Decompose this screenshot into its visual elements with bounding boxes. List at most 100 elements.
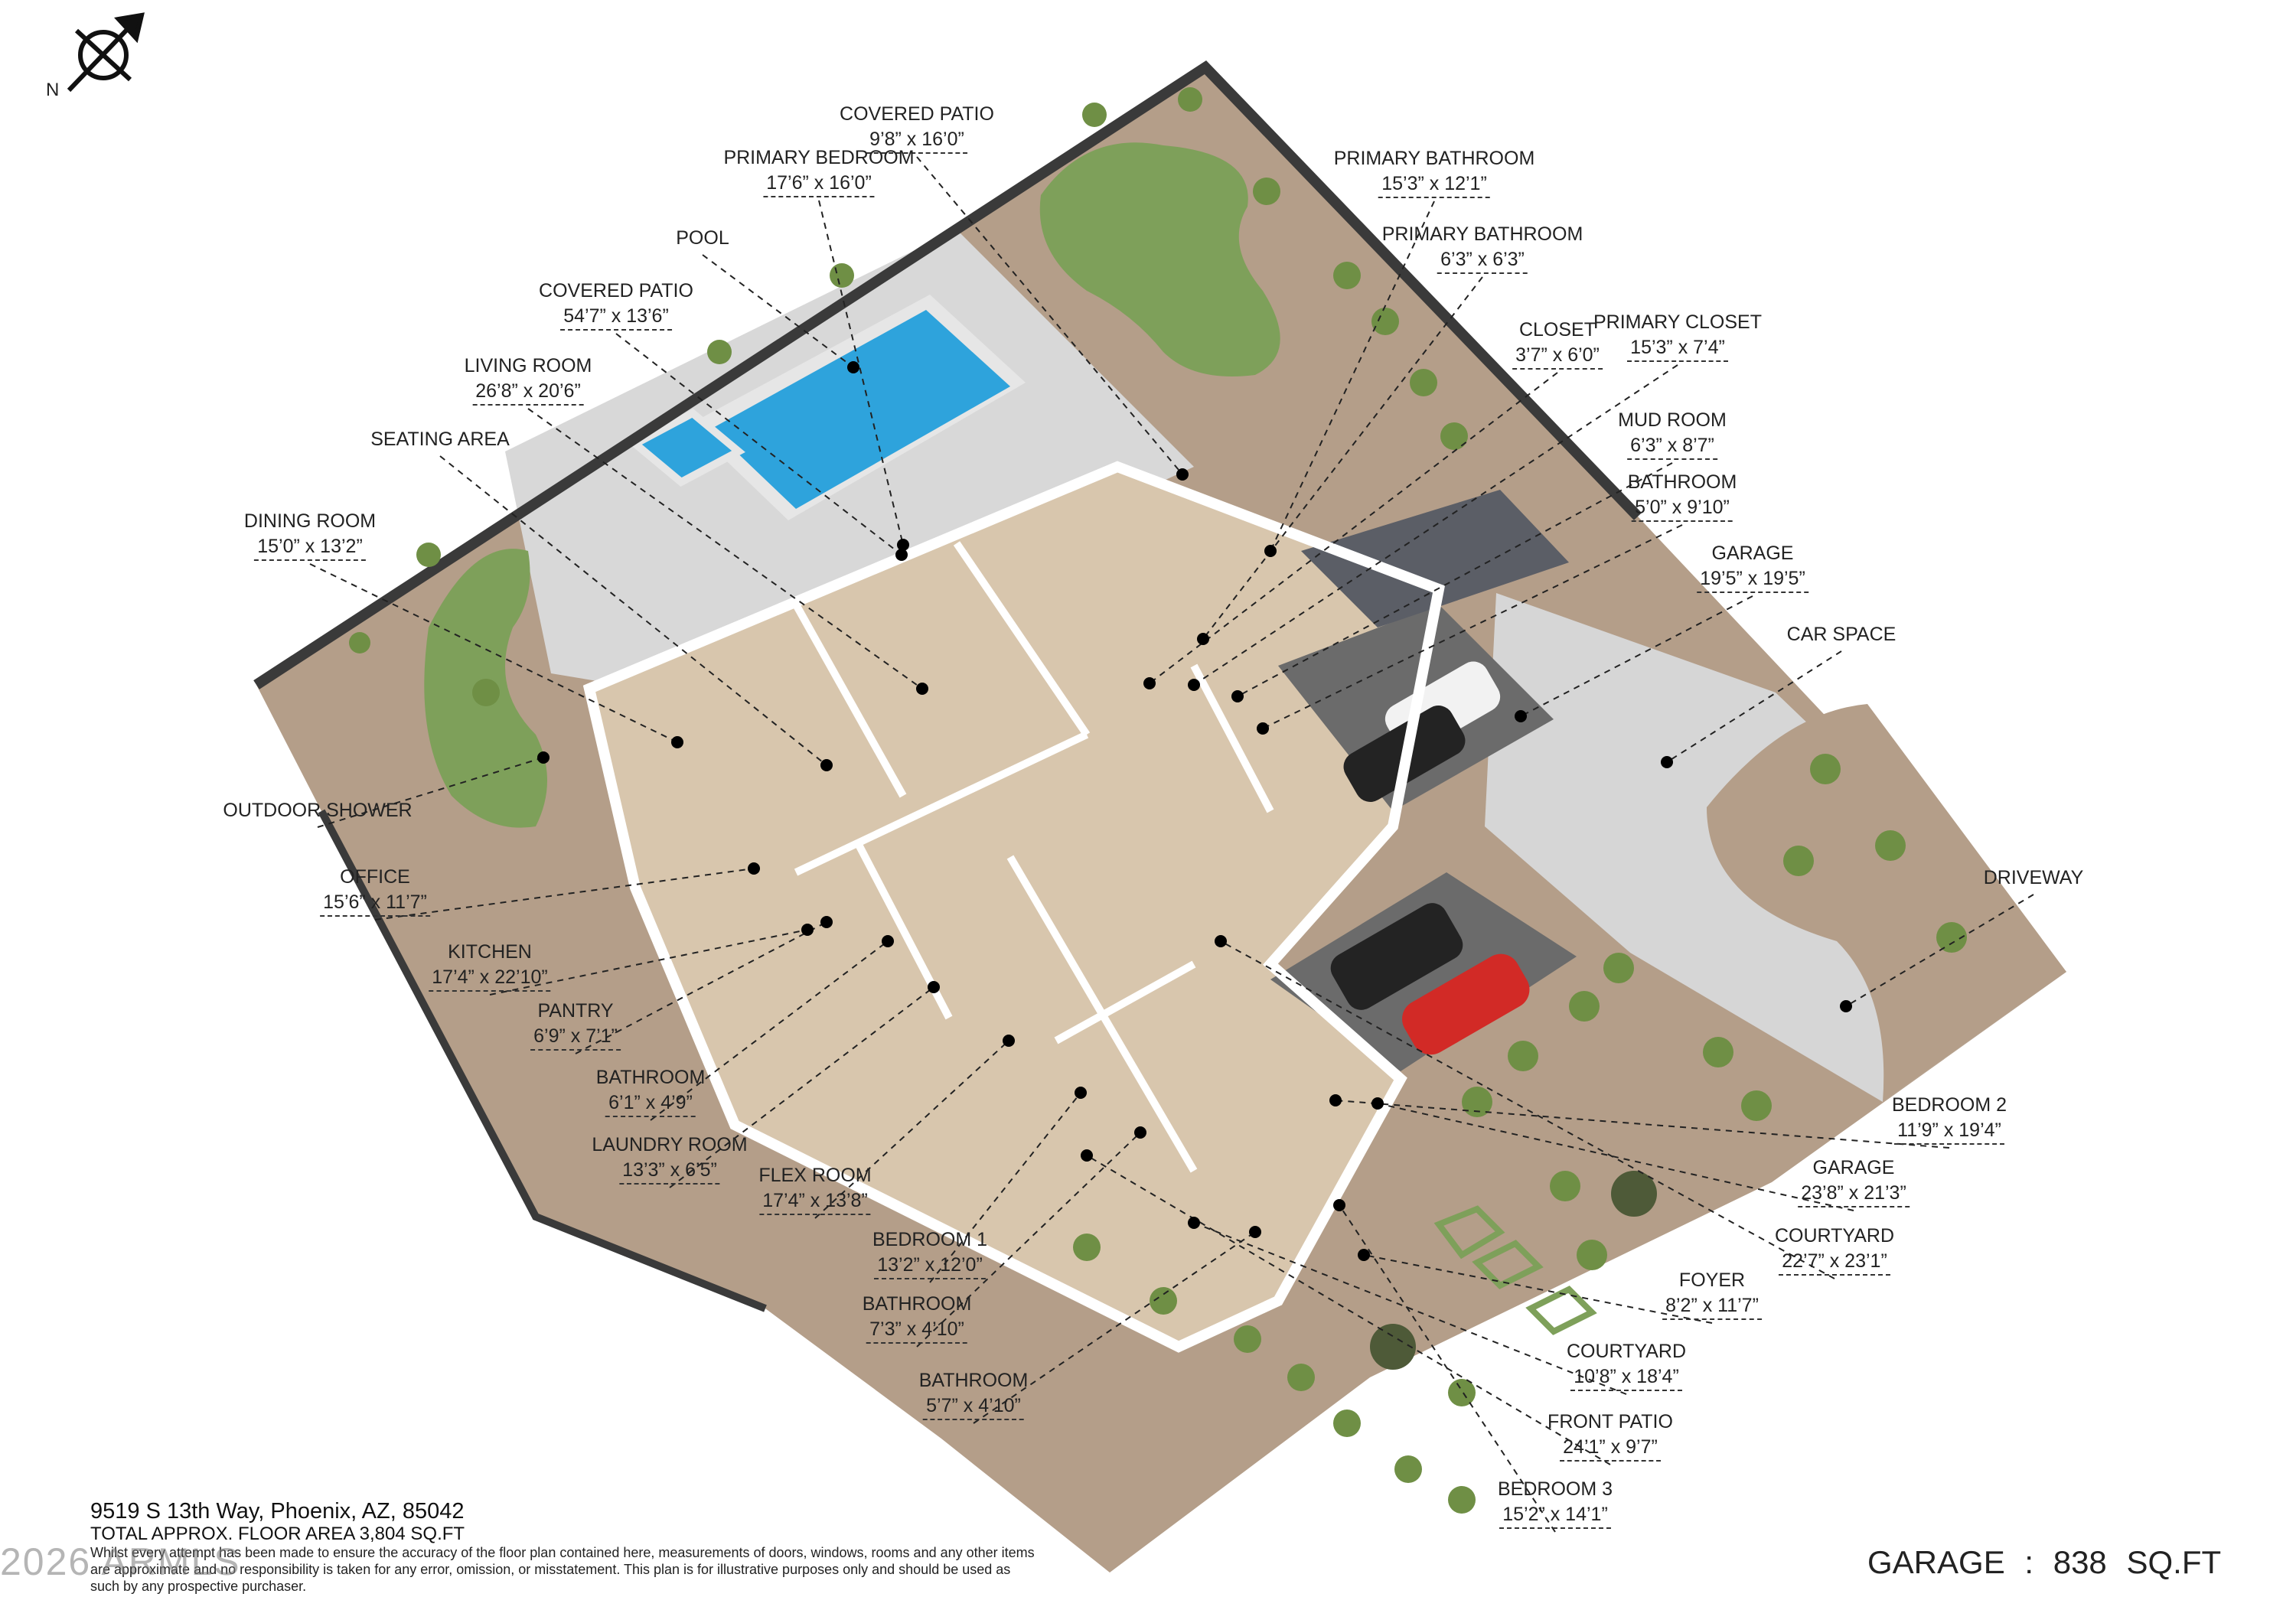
room-label: DRIVEWAY: [1984, 865, 2084, 891]
leader-line: [1220, 940, 1835, 1279]
room-name: DINING ROOM: [243, 510, 377, 532]
room-dimensions: 13’2” x 12’0”: [874, 1253, 986, 1279]
leader-line: [669, 986, 934, 1188]
leader-line: [916, 1132, 1141, 1348]
room-marker-dot: [820, 759, 833, 771]
room-dimensions: 26’8” x 20’6”: [472, 379, 584, 406]
leader-line: [1193, 1222, 1627, 1395]
room-marker-dot: [1257, 722, 1269, 735]
room-dimensions: 17’6” x 16’0”: [763, 171, 875, 197]
room-marker-dot: [1081, 1149, 1093, 1162]
room-marker-dot: [1231, 690, 1244, 702]
leader-line: [1666, 650, 1842, 763]
room-name: GARAGE: [1711, 543, 1794, 564]
leader-line: [1363, 1254, 1713, 1324]
lawn-front: [1707, 704, 2066, 1102]
room-label: LAUNDRY ROOM 13’3” x 6’5”: [592, 1133, 748, 1185]
room-marker-dot: [1515, 710, 1527, 722]
room-marker-dot: [1003, 1035, 1015, 1047]
pool-water: [712, 310, 1010, 509]
leader-line: [317, 757, 544, 828]
room-name: BEDROOM 2: [1891, 1094, 2007, 1116]
leader-line: [1845, 894, 2034, 1007]
room-dimensions: 7’3” x 4’10”: [866, 1317, 967, 1344]
leader-line: [1270, 200, 1435, 552]
leader-line: [650, 940, 889, 1121]
room-dimensions: 22’7” x 23’1”: [1779, 1249, 1890, 1276]
room-name: COURTYARD: [1774, 1225, 1895, 1247]
room-name: BATHROOM: [918, 1370, 1029, 1391]
copyright-watermark: 2026 ARMLS: [0, 1540, 241, 1583]
room-name: GARAGE: [1812, 1157, 1895, 1178]
room-dimensions: 6’3” x 8’7”: [1627, 433, 1717, 460]
room-marker-dot: [1143, 677, 1156, 689]
room-label: PRIMARY BEDROOM 17’6” x 16’0”: [723, 145, 915, 197]
property-address: 9519 S 13th Way, Phoenix, AZ, 85042: [90, 1499, 465, 1524]
room-dimensions: 19’5” x 19’5”: [1697, 566, 1808, 593]
room-dimensions: 5’0” x 9’10”: [1632, 495, 1733, 522]
leader-line: [1520, 595, 1753, 717]
room-marker-dot: [1176, 468, 1189, 481]
room-name: PRIMARY BEDROOM: [723, 147, 915, 168]
room-marker-dot: [1188, 679, 1200, 691]
room-marker-dot: [1188, 1217, 1200, 1229]
room-dimensions: 15’2” x 14’1”: [1499, 1502, 1611, 1529]
north-arrow-icon: [67, 12, 145, 93]
room-name: COVERED PATIO: [539, 280, 693, 301]
room-label: CAR SPACE: [1787, 622, 1896, 647]
room-label: SEATING AREA: [370, 427, 510, 452]
room-dimensions: 10’8” x 18’4”: [1570, 1364, 1682, 1391]
perimeter-wall: [253, 60, 1642, 689]
room-marker-dot: [1197, 633, 1209, 645]
leader-line: [702, 254, 854, 368]
room-marker-dot: [671, 736, 683, 748]
room-dimensions: 11’9” x 19’4”: [1894, 1118, 2004, 1145]
leader-line: [615, 333, 902, 556]
lawn-north: [1039, 142, 1280, 376]
leader-line: [929, 1092, 1081, 1283]
room-dimensions: 13’3” x 6’5”: [619, 1158, 720, 1185]
room-marker-dot: [1358, 1249, 1370, 1261]
room-name: LAUNDRY ROOM: [592, 1134, 748, 1155]
leader-line: [916, 156, 1183, 475]
leader-line: [439, 455, 827, 766]
leader-line: [489, 929, 808, 996]
room-dimensions: 9’8” x 16’0”: [866, 127, 967, 154]
room-name: DRIVEWAY: [1983, 867, 2084, 888]
room-label: COVERED PATIO 54’7” x 13’6”: [539, 279, 693, 331]
garage-area-total: GARAGE : 838 SQ.FT: [1867, 1544, 2222, 1580]
room-marker-dot: [1661, 756, 1673, 768]
disclaimer-text: Whilst every attempt has been made to en…: [90, 1545, 1035, 1594]
room-name: MUD ROOM: [1618, 409, 1727, 431]
leader-line: [1339, 1204, 1556, 1533]
room-marker-dots: [537, 361, 1852, 1261]
leader-line: [527, 408, 923, 689]
room-marker-dot: [1134, 1126, 1146, 1139]
room-name: BEDROOM 1: [872, 1229, 988, 1250]
house-outline: [582, 461, 1445, 1353]
room-dimensions: 6’1” x 4’9”: [605, 1090, 696, 1117]
room-dimensions: 15’0” x 13’2”: [254, 534, 366, 561]
room-marker-dot: [801, 924, 814, 936]
room-name: OFFICE: [340, 866, 410, 888]
room-name: PRIMARY BATHROOM: [1333, 148, 1535, 169]
room-dimensions: 54’7” x 13’6”: [560, 304, 672, 331]
room-name: KITCHEN: [448, 941, 532, 963]
room-name: PRIMARY CLOSET: [1593, 311, 1762, 333]
spa-water: [628, 409, 745, 487]
leader-line: [575, 921, 827, 1054]
